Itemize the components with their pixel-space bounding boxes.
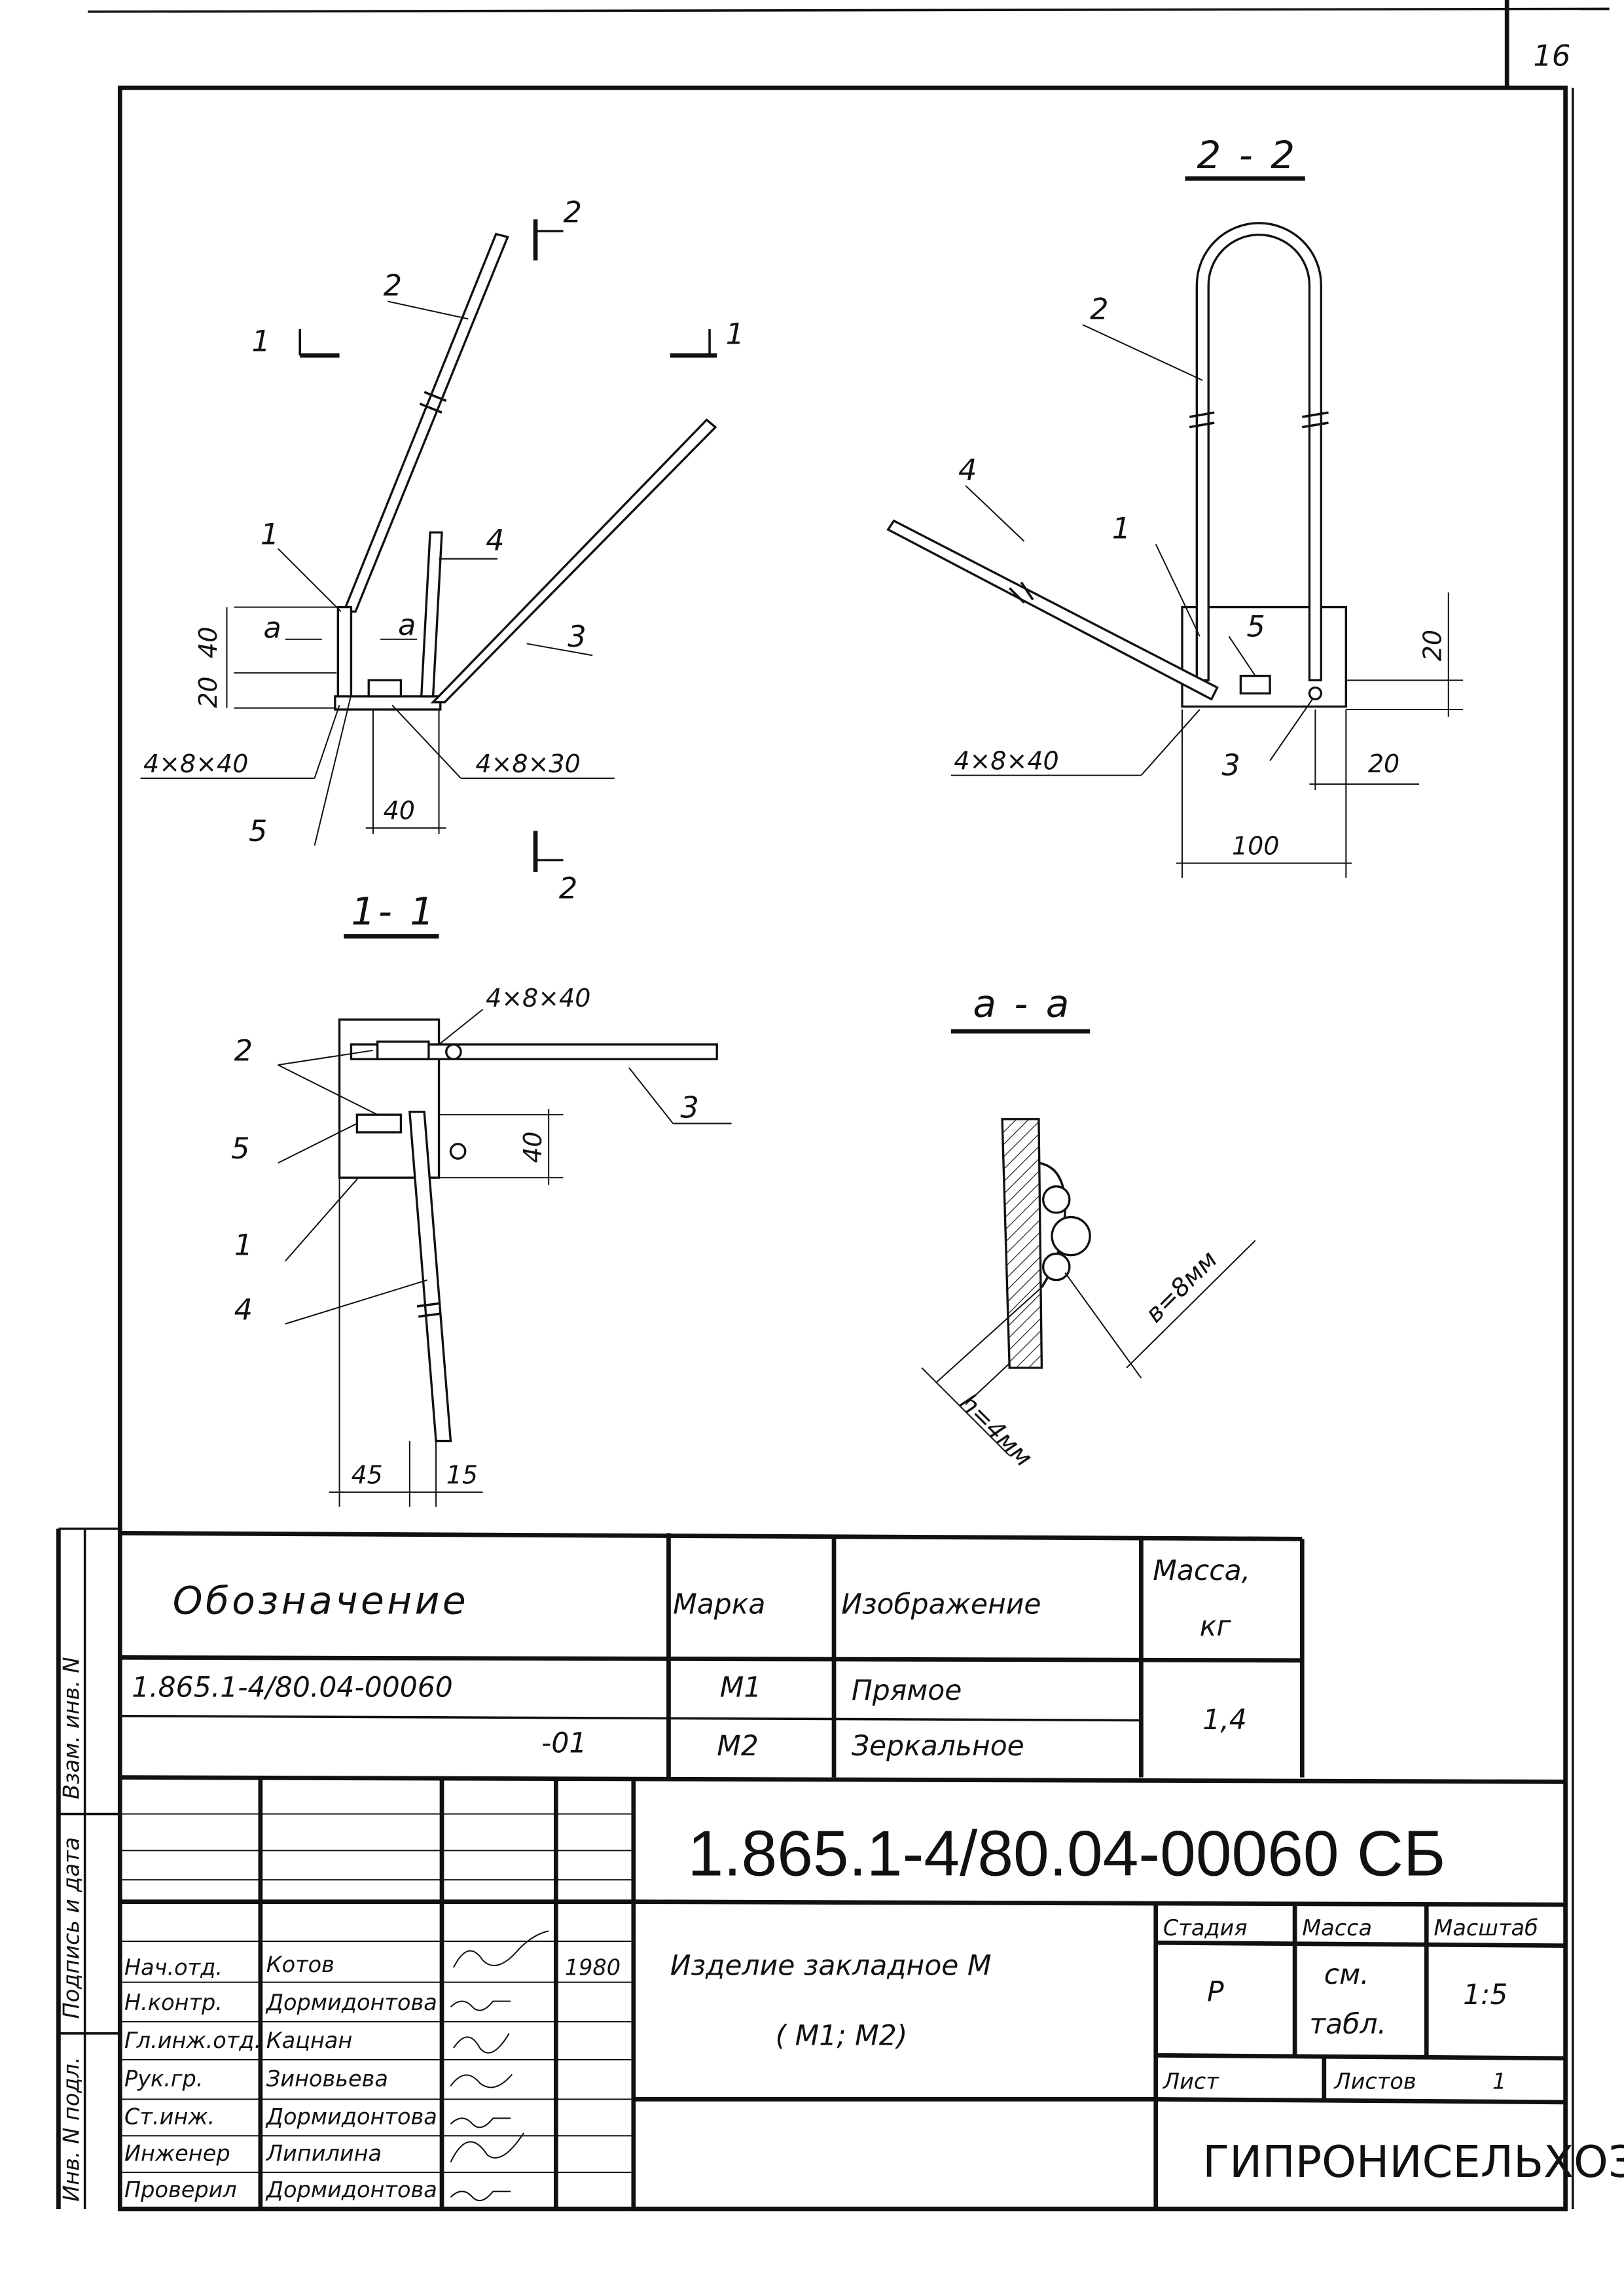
staff-name: Дормидонтова bbox=[265, 1990, 437, 2015]
strip-inv-original: Инв. N подл. bbox=[59, 2056, 84, 2201]
s22-label-4: 4 bbox=[958, 453, 977, 487]
staff-name: Дормидонтова bbox=[265, 2104, 437, 2129]
elev-dim-20-vertical: 20 bbox=[194, 676, 223, 708]
staff-name: Дормидонтова bbox=[265, 2177, 437, 2202]
s22-dim-100: 100 bbox=[1232, 831, 1280, 860]
spec-row2-designation: -01 bbox=[541, 1728, 586, 1760]
s11-weld: 4×8×40 bbox=[486, 984, 590, 1013]
spec-mass-value: 1,4 bbox=[1202, 1704, 1247, 1736]
section-2-2-view bbox=[886, 176, 1464, 878]
spec-row2-mark: М2 bbox=[717, 1731, 759, 1763]
stage-label: Стадия bbox=[1163, 1915, 1248, 1941]
document-designation: 1.865.1-4/80.04-00060 СБ bbox=[688, 1817, 1446, 1889]
s22-label-2: 2 bbox=[1090, 292, 1108, 326]
strip-replacement-inv: Взам. инв. N bbox=[59, 1657, 84, 1799]
elev-label-5: 5 bbox=[249, 814, 267, 848]
elev-dim-40: 40 bbox=[384, 797, 415, 825]
s22-label-3: 3 bbox=[1221, 749, 1240, 783]
spec-header-image: Изображение bbox=[841, 1588, 1041, 1621]
sheet-frame bbox=[88, 0, 1610, 2212]
section-2-bottom-mark: 2 bbox=[559, 871, 577, 905]
elev-label-4: 4 bbox=[486, 523, 504, 557]
document-title-line1: Изделие закладное М bbox=[670, 1950, 992, 1982]
section-2-top-mark: 2 bbox=[564, 196, 582, 230]
s22-label-1: 1 bbox=[1112, 512, 1130, 546]
spec-table bbox=[120, 1531, 1305, 1778]
s11-dim-15: 15 bbox=[446, 1460, 478, 1489]
mass-value-line1: см. bbox=[1324, 1959, 1369, 1991]
elev-label-1: 1 bbox=[261, 517, 279, 551]
staff-list: Нач.отд. Котов Н.контр. Дормидонтова Гл.… bbox=[124, 1952, 437, 2202]
s22-dim-20: 20 bbox=[1368, 749, 1399, 778]
elev-weld-right: 4×8×30 bbox=[475, 749, 580, 778]
staff-role: Нач.отд. bbox=[124, 1954, 223, 1980]
section-1-left-mark: 1 bbox=[251, 324, 270, 358]
staff-role: Ст.инж. bbox=[124, 2104, 215, 2129]
mass-value-line2: табл. bbox=[1309, 2009, 1386, 2041]
elev-dim-40-vertical: 40 bbox=[194, 626, 223, 658]
strip-signature-date: Подпись и дата bbox=[59, 1837, 84, 2019]
staff-name: Котов bbox=[266, 1952, 334, 1977]
title-block bbox=[120, 1775, 1566, 2210]
staff-role: Проверил bbox=[124, 2177, 237, 2202]
organization-name: ГИПРОНИСЕЛЬХОЗ bbox=[1202, 2136, 1624, 2187]
s11-label-5: 5 bbox=[231, 1132, 249, 1166]
staff-role: Рук.гр. bbox=[124, 2066, 203, 2091]
elev-label-3: 3 bbox=[568, 620, 586, 654]
elev-weld-left: 4×8×40 bbox=[143, 749, 248, 778]
s11-label-1: 1 bbox=[234, 1229, 253, 1263]
detail-a-a-title: a - a bbox=[973, 981, 1072, 1026]
mass-label: Масса bbox=[1302, 1915, 1372, 1941]
spec-header-mass: Масса, bbox=[1153, 1555, 1250, 1587]
staff-name: Кацнан bbox=[266, 2028, 353, 2053]
approval-year: 1980 bbox=[565, 1954, 621, 1980]
s22-dim-20-vertical: 20 bbox=[1418, 630, 1447, 661]
spec-row1-designation: 1.865.1-4/80.04-00060 bbox=[132, 1672, 453, 1704]
section-1-1-title: 1- 1 bbox=[351, 889, 437, 934]
detail-dim-b: в=8мм bbox=[1140, 1245, 1223, 1328]
elevation-view bbox=[140, 219, 717, 872]
spec-row2-image: Зеркальное bbox=[852, 1731, 1024, 1763]
spec-row1-mark: М1 bbox=[720, 1672, 762, 1704]
elev-detail-a-left: a bbox=[263, 611, 281, 645]
detail-a-a-view bbox=[921, 1029, 1256, 1456]
staff-name: Зиновьева bbox=[266, 2066, 388, 2091]
s22-label-5: 5 bbox=[1246, 609, 1265, 643]
s11-dim-40: 40 bbox=[518, 1132, 547, 1163]
document-title-line2: ( М1; М2) bbox=[776, 2020, 908, 2053]
section-2-2-title: 2 - 2 bbox=[1197, 133, 1297, 177]
elev-detail-a-right: a bbox=[398, 608, 416, 642]
s11-label-4: 4 bbox=[234, 1293, 253, 1327]
section-1-right-mark: 1 bbox=[726, 317, 744, 351]
sheet-number: 16 bbox=[1533, 39, 1570, 73]
sheets-value: 1 bbox=[1492, 2069, 1506, 2094]
sheet-label: Лист bbox=[1163, 2069, 1219, 2094]
section-1-1-view bbox=[278, 934, 732, 1507]
spec-header-mark: Марка bbox=[673, 1588, 765, 1621]
staff-role: Инженер bbox=[124, 2140, 230, 2166]
stage-value: Р bbox=[1207, 1977, 1224, 2009]
spec-header-mass-unit: кг bbox=[1200, 1611, 1232, 1643]
s11-dim-45: 45 bbox=[351, 1460, 382, 1489]
s11-label-2: 2 bbox=[234, 1033, 253, 1067]
scale-label: Масштаб bbox=[1434, 1915, 1538, 1941]
left-strip bbox=[56, 1527, 120, 2210]
sheets-label: Листов bbox=[1333, 2069, 1416, 2094]
spec-header-designation: Обозначение bbox=[173, 1578, 469, 1623]
staff-role: Гл.инж.отд. bbox=[124, 2028, 261, 2053]
elev-label-2: 2 bbox=[384, 268, 402, 302]
scale-value: 1:5 bbox=[1463, 1979, 1507, 2011]
s22-weld: 4×8×40 bbox=[954, 747, 1058, 776]
s11-label-3: 3 bbox=[680, 1091, 698, 1125]
spec-row1-image: Прямое bbox=[852, 1675, 962, 1707]
detail-dim-h: h=4мм bbox=[954, 1388, 1038, 1472]
staff-name: Липилина bbox=[266, 2140, 382, 2166]
staff-role: Н.контр. bbox=[124, 1990, 223, 2015]
signatures bbox=[450, 1930, 549, 2202]
